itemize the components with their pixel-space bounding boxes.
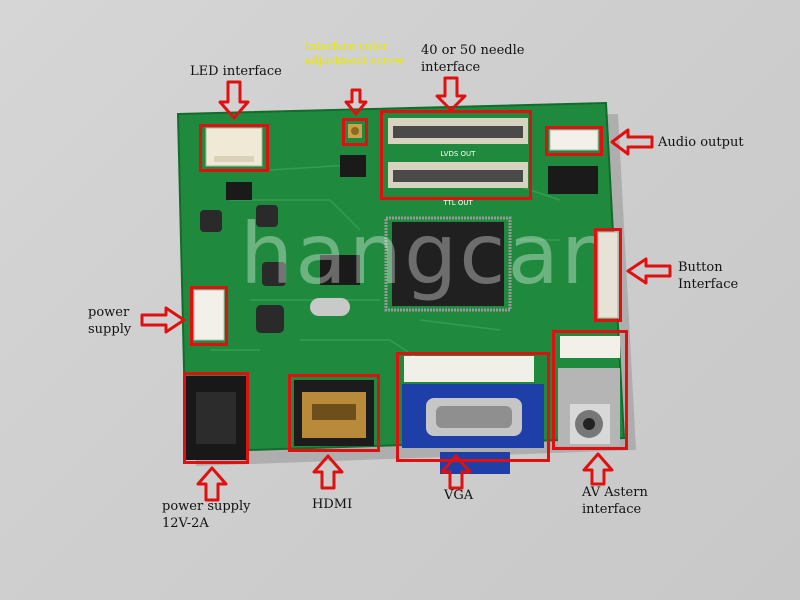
button-interface-box xyxy=(594,228,622,322)
arrow-down-screw-icon xyxy=(344,88,368,116)
arrow-up-dc-icon xyxy=(196,466,228,502)
arrow-up-av-icon xyxy=(582,452,614,486)
hdmi-box xyxy=(288,374,380,452)
audio-output-label: Audio output xyxy=(658,135,744,150)
audio-output-box xyxy=(545,126,603,156)
lvds-silkscreen: LVDS OUT xyxy=(441,150,477,158)
ttl-silkscreen: TTL OUT xyxy=(442,199,473,207)
needle-interface-label: 40 or 50 needle interface xyxy=(421,43,525,75)
arrow-left-audio-icon xyxy=(610,128,654,156)
arrow-up-vga-icon xyxy=(440,454,472,490)
av-astern-label: AV Astern interface xyxy=(582,485,648,517)
dc-jack-box xyxy=(183,372,249,464)
arrow-down-needle-icon xyxy=(435,76,467,112)
arrow-right-power-icon xyxy=(140,306,186,334)
led-interface-box xyxy=(199,124,269,172)
needle-interface-box xyxy=(380,110,532,200)
arrow-left-button-icon xyxy=(626,257,672,285)
power-supply-label: power supply xyxy=(88,305,132,337)
color-screw-box xyxy=(342,118,368,146)
hdmi-label: HDMI xyxy=(312,497,353,512)
color-screw-label: Interface color adjustment screw xyxy=(305,40,405,67)
power-supply-box xyxy=(190,286,228,346)
av-astern-box xyxy=(552,330,628,450)
power-supply-12v-label: power supply 12V-2A xyxy=(162,499,251,531)
vga-box xyxy=(396,352,550,462)
arrow-down-led-icon xyxy=(218,80,250,120)
led-interface-label: LED interface xyxy=(190,64,282,79)
button-interface-label: Button Interface xyxy=(678,260,739,292)
arrow-up-hdmi-icon xyxy=(312,454,344,490)
watermark-text: hangcar xyxy=(240,205,598,303)
vga-label: VGA xyxy=(444,488,474,503)
